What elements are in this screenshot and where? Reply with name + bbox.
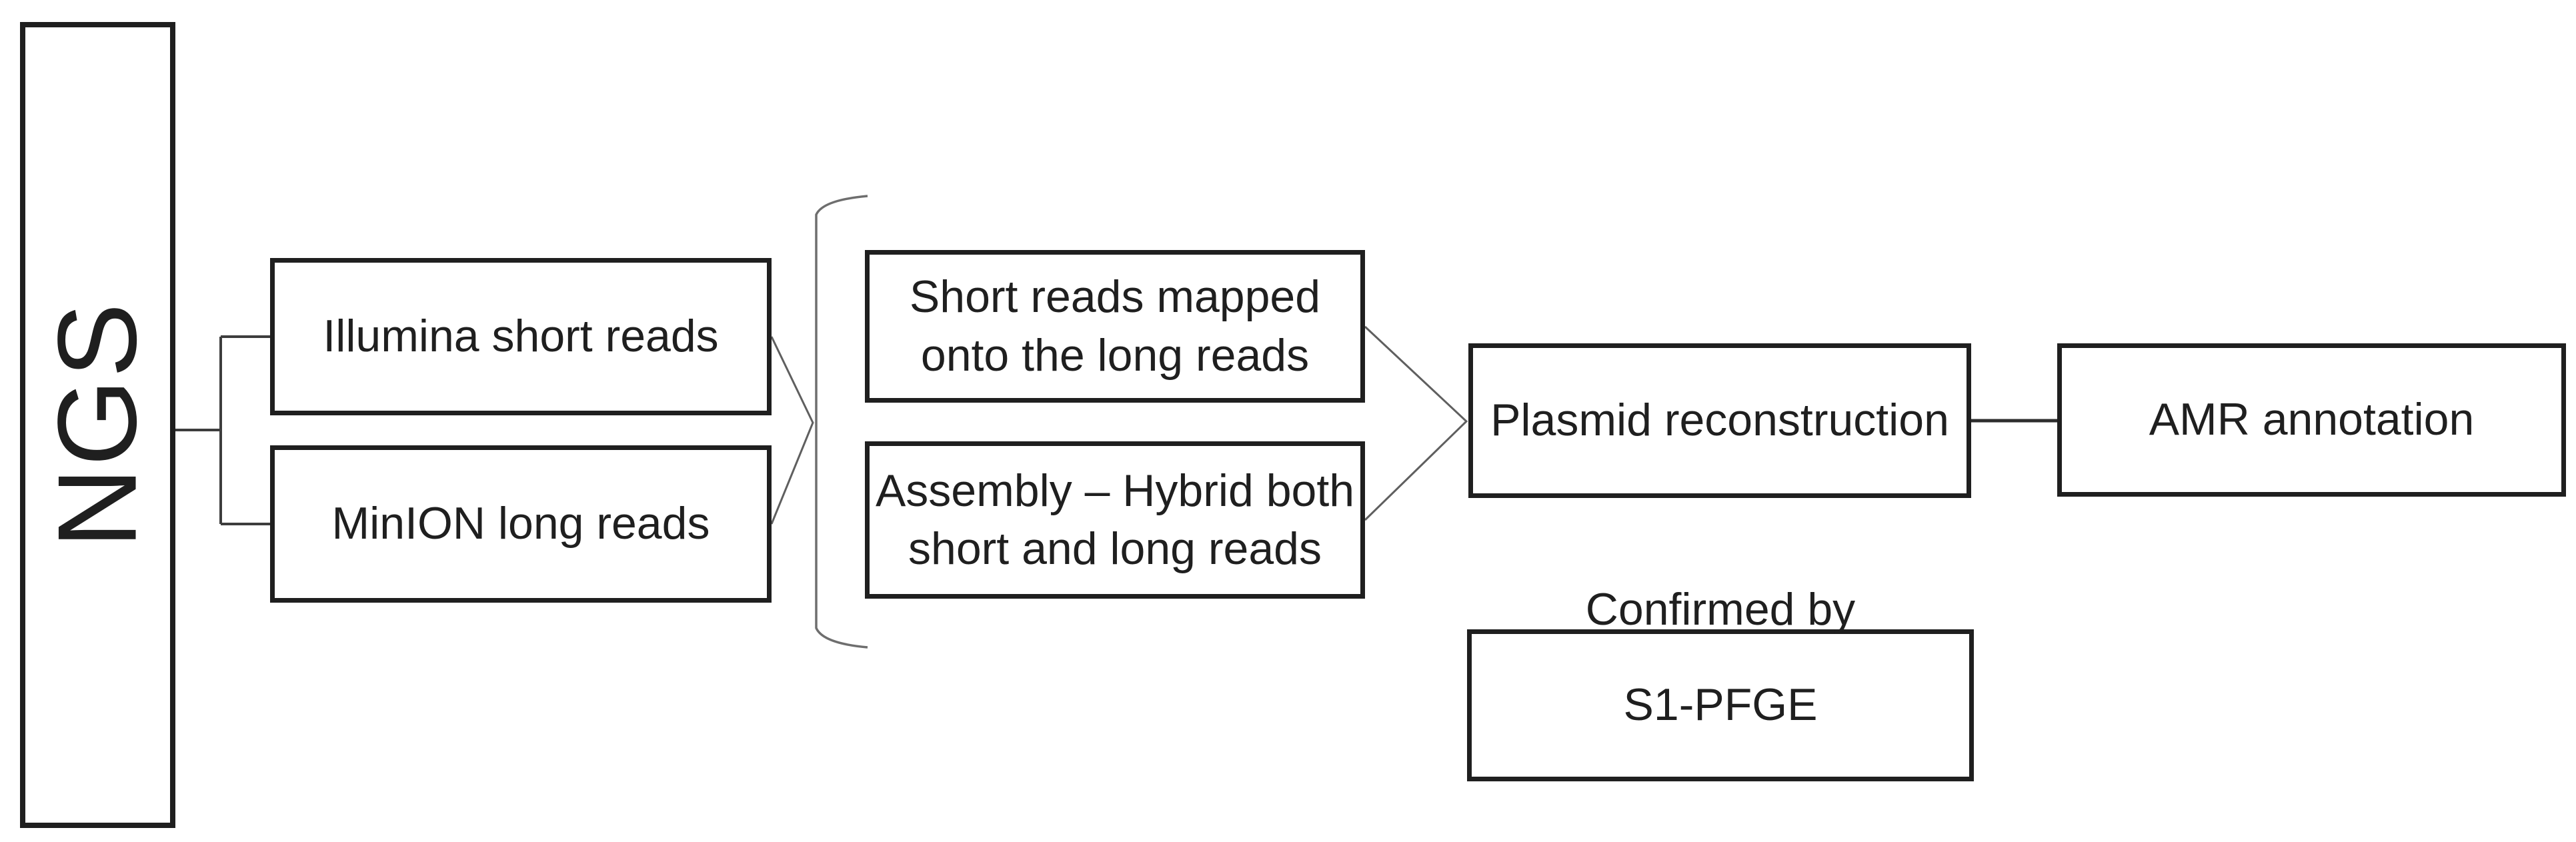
confirmed-by-label: Confirmed by <box>1585 584 1856 635</box>
grouping-bracket <box>815 195 868 649</box>
short-reads-mapped-box: Short reads mapped onto the long reads <box>865 250 1365 403</box>
ngs-branch-connector <box>175 335 271 525</box>
plasmid-reconstruction-box: Plasmid reconstruction <box>1468 343 1971 498</box>
short-reads-mapped-label: Short reads mapped onto the long reads <box>909 271 1321 381</box>
minion-long-reads-box: MinION long reads <box>270 445 772 603</box>
amr-annotation-box: AMR annotation <box>2057 343 2566 497</box>
assembly-hybrid-box: Assembly – Hybrid both short and long re… <box>865 441 1365 599</box>
s1-pfge-label: S1-PFGE <box>1623 679 1818 731</box>
assembly-hybrid-label: Assembly – Hybrid both short and long re… <box>875 465 1355 574</box>
minion-long-reads-label: MinION long reads <box>331 498 710 549</box>
illumina-short-reads-label: Illumina short reads <box>323 311 719 362</box>
s1-pfge-box: S1-PFGE <box>1467 629 1974 781</box>
amr-annotation-label: AMR annotation <box>2149 394 2475 445</box>
reads-merge-lines <box>770 336 814 525</box>
illumina-short-reads-box: Illumina short reads <box>270 258 772 415</box>
ngs-box-label: NGS <box>34 301 160 549</box>
ngs-box: NGS <box>20 22 175 828</box>
plasmid-reconstruction-label: Plasmid reconstruction <box>1490 395 1949 446</box>
analysis-merge-lines <box>1364 325 1468 521</box>
